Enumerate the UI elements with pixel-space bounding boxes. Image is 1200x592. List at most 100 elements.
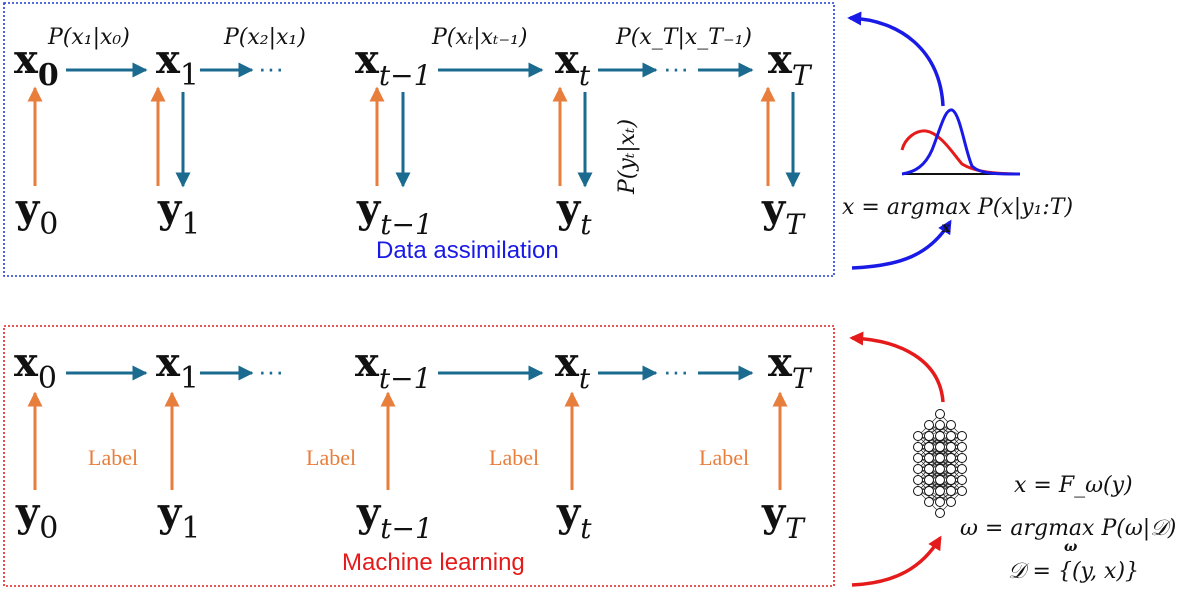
nn-node <box>957 453 967 463</box>
ml-formula-3: 𝒟 = {(y, x)} <box>1008 559 1139 584</box>
ml-formula-1: x = F_ω(y) <box>1014 473 1133 498</box>
da-side-panel: x = argmax P(x|y₁:T) x <box>842 11 1073 270</box>
da-ellipsis-2: ··· <box>663 53 689 83</box>
da-transition-labels: P(x₁|x₀) P(x₂|x₁) P(xₜ|xₜ₋₁) P(x_T|x_T₋₁… <box>47 25 752 50</box>
ml-state-nodes: x0 x1 xt−1 xt xT <box>14 339 813 396</box>
nn-node <box>935 453 945 463</box>
ml-formula-2-under: ω <box>1064 539 1078 555</box>
nn-node <box>946 475 956 485</box>
da-formula-under: x <box>942 220 951 236</box>
nn-edge <box>917 468 952 481</box>
ml-side-panel: x = F_ω(y) ω = argmax P(ω|𝒟) ω 𝒟 = {(y, … <box>849 331 1176 587</box>
nn-node <box>924 497 934 507</box>
da-obs-yt: yt <box>556 185 592 241</box>
nn-node <box>946 486 956 496</box>
ml-observation-nodes: y0 y1 yt−1 yt yT <box>15 489 806 546</box>
nn-node <box>924 431 934 441</box>
nn-node <box>946 497 956 507</box>
da-observation-nodes: y0 y1 yt−1 yt yT <box>15 185 806 242</box>
ml-label-3: Label <box>489 445 539 470</box>
da-prob-xt-xt1: P(xₜ|xₜ₋₁) <box>431 25 527 50</box>
ml-ellipsis-2: ··· <box>663 356 689 386</box>
distribution-plot <box>900 108 1021 176</box>
da-prob-x2-x1: P(x₂|x₁) <box>223 25 306 50</box>
nn-edge <box>928 446 963 459</box>
da-observation-arrows <box>27 86 776 186</box>
nn-node <box>924 475 934 485</box>
da-node-x1: x1 <box>156 36 199 93</box>
nn-node <box>913 431 923 441</box>
da-node-xT: xT <box>768 36 813 92</box>
nn-node <box>935 464 945 474</box>
da-curved-arrow-up <box>847 11 945 107</box>
nn-node <box>935 508 945 518</box>
da-curved-arrow-in <box>851 219 952 270</box>
ml-node-x0: x0 <box>14 339 57 396</box>
da-state-nodes: x0 x1 xt−1 xt xT <box>14 36 813 93</box>
da-box <box>3 2 835 277</box>
ml-label-arrows <box>27 391 788 490</box>
da-caption: Data assimilation <box>376 237 559 264</box>
da-node-xt: xt <box>555 36 591 92</box>
ml-label-4: Label <box>699 445 749 470</box>
da-obs-yt-1: yt−1 <box>356 185 433 241</box>
nn-node <box>935 431 945 441</box>
da-obs-y0: y0 <box>15 185 58 242</box>
nn-edge <box>917 479 952 492</box>
ml-node-x1: x1 <box>156 339 199 396</box>
ml-node-xT: xT <box>768 339 813 395</box>
nn-node <box>946 464 956 474</box>
ml-caption: Machine learning <box>342 549 525 576</box>
nn-node <box>924 442 934 452</box>
nn-node <box>957 475 967 485</box>
nn-node <box>935 442 945 452</box>
nn-node <box>924 420 934 430</box>
nn-node <box>935 420 945 430</box>
nn-edge <box>917 435 952 448</box>
nn-node <box>913 442 923 452</box>
nn-node <box>913 464 923 474</box>
nn-node <box>935 486 945 496</box>
ml-curved-arrow-in <box>851 535 942 587</box>
ml-obs-yt-1: yt−1 <box>356 489 433 545</box>
nn-node <box>957 431 967 441</box>
posterior-curve <box>901 108 1021 176</box>
data-assimilation-panel: x0 x1 xt−1 xt xT y0 y1 yt−1 yt yT ··· ··… <box>3 2 835 277</box>
ml-edge-labels: Label Label Label Label <box>88 445 749 470</box>
da-prob-x1-x0: P(x₁|x₀) <box>47 25 130 50</box>
nn-node <box>924 453 934 463</box>
nn-node <box>913 475 923 485</box>
da-obs-yT: yT <box>761 185 806 241</box>
nn-node <box>957 442 967 452</box>
ml-ellipsis-1: ··· <box>258 356 284 386</box>
nn-node <box>935 475 945 485</box>
nn-node <box>924 464 934 474</box>
da-prob-xT-xT1: P(x_T|x_T₋₁) <box>615 25 752 50</box>
nn-edge <box>928 435 963 448</box>
da-formula: x = argmax P(x|y₁:T) <box>842 195 1073 220</box>
da-ellipsis-1: ··· <box>258 53 284 83</box>
nn-edge <box>928 457 963 470</box>
nn-node <box>946 442 956 452</box>
nn-node <box>913 453 923 463</box>
da-likelihood-arrows <box>175 92 801 188</box>
nn-edge <box>917 457 952 470</box>
nn-node <box>946 431 956 441</box>
ml-obs-y1: y1 <box>157 489 200 546</box>
nn-node <box>957 464 967 474</box>
nn-node <box>913 486 923 496</box>
da-node-x0: x0 <box>14 36 59 93</box>
nn-node <box>957 486 967 496</box>
nn-node <box>924 486 934 496</box>
ml-formula-2: ω = argmax P(ω|𝒟) <box>960 516 1176 541</box>
ml-obs-yt: yt <box>556 489 592 545</box>
da-likelihood-label: P(yₜ|xₜ) <box>615 119 640 195</box>
ml-curved-arrow-up <box>849 331 945 403</box>
nn-edge <box>917 446 952 459</box>
ml-node-xt-1: xt−1 <box>355 339 431 395</box>
nn-node <box>946 453 956 463</box>
ml-obs-yT: yT <box>761 489 806 545</box>
da-node-xt-1: xt−1 <box>355 36 431 92</box>
nn-edge <box>917 424 952 437</box>
